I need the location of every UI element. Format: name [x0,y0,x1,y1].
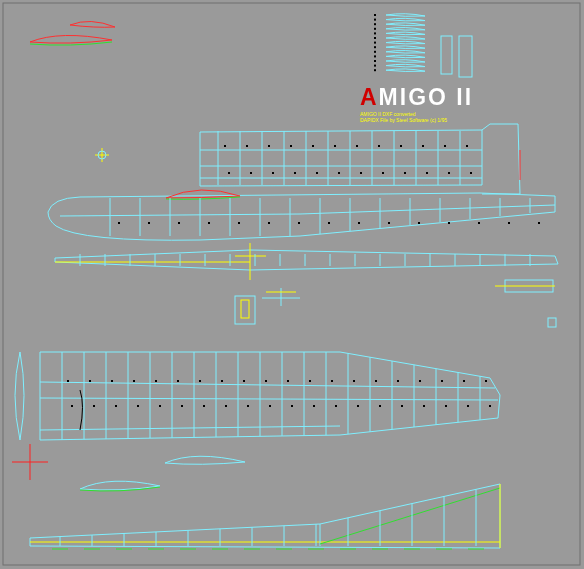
plan-title: AMIGO II [360,84,473,111]
plan-note: DAPIDX File by Steel Software (c) 1/95 [360,117,447,123]
plan-note: AMIGO II DXF converted [360,111,416,117]
